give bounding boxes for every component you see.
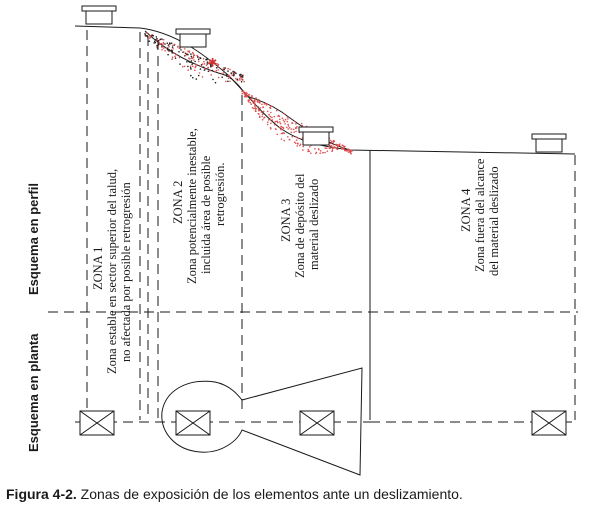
- landslide-footprint: [161, 367, 363, 476]
- caption-text: Zonas de exposición de los elementos ant…: [76, 486, 463, 502]
- house-icon: [531, 133, 567, 153]
- zone-1-text: ZONA 1 Zona estable en sector superior d…: [91, 166, 133, 374]
- zone-2-text: ZONA 2 Zona potencialmente inestable, in…: [171, 125, 227, 284]
- star-marker-icon: ✱: [208, 56, 217, 69]
- house-icon: [298, 126, 334, 146]
- house-plan-icon: [531, 410, 567, 436]
- zone-4-text: ZONA 4 Zona fuera del alcance del materi…: [459, 155, 501, 276]
- planta-label: Esquema en planta: [26, 333, 41, 452]
- house-icon: [81, 5, 117, 25]
- caption-prefix: Figura 4-2.: [6, 486, 77, 502]
- svg-text:ZONA 4 Zona fuera del al: ZONA 4 Zona fuera del alcance del materi…: [459, 155, 501, 276]
- figure-caption: Figura 4-2. Zonas de exposición de los e…: [6, 486, 591, 502]
- svg-text:ZONA 1 Zona estable en s: ZONA 1 Zona estable en sector superior d…: [91, 166, 133, 374]
- zone-3-text: ZONA 3 Zona de depósito del material des…: [279, 170, 321, 278]
- landslide-mass: [144, 31, 353, 155]
- perfil-label: Esquema en perfil: [26, 183, 41, 295]
- house-plan-icon: [175, 410, 211, 436]
- svg-text:ZONA 3 Zona de depósito: ZONA 3 Zona de depósito del material des…: [279, 170, 321, 278]
- house-plan-icon: [299, 410, 335, 436]
- house-plan-icon: [79, 410, 115, 436]
- house-icon: [175, 28, 211, 48]
- svg-text:ZONA 2 Zona potencialmen: ZONA 2 Zona potencialmente inestable, in…: [171, 125, 227, 284]
